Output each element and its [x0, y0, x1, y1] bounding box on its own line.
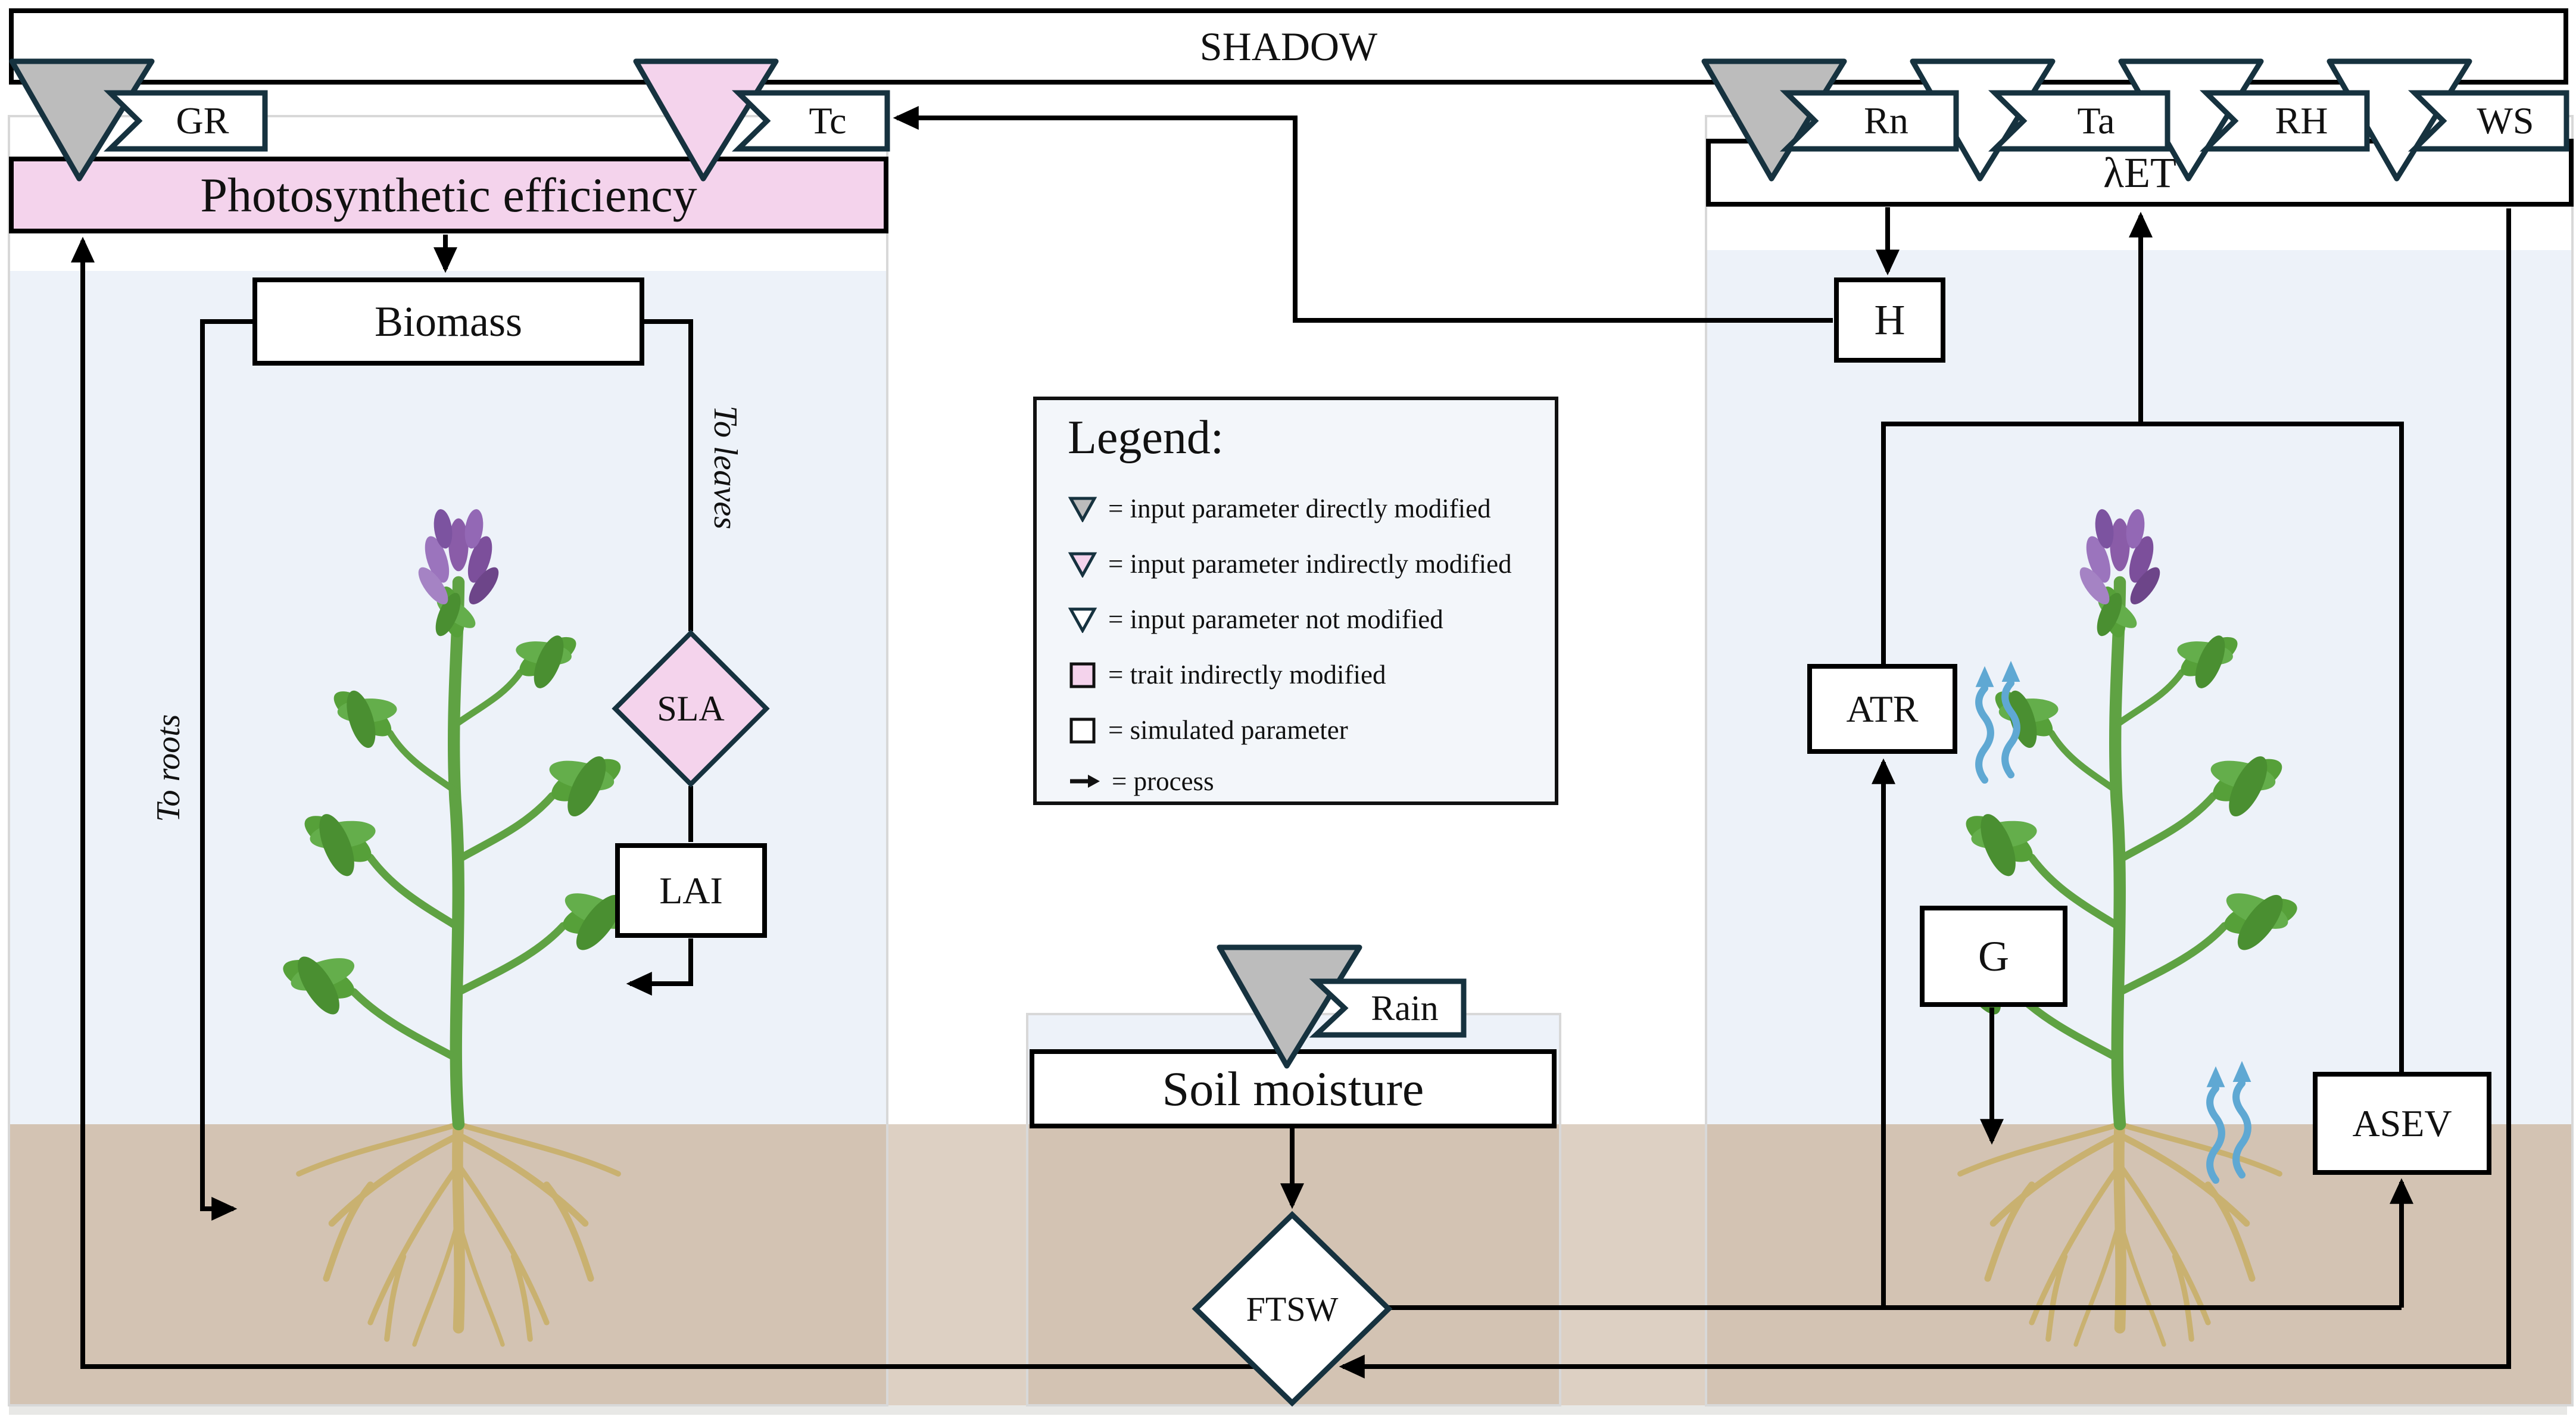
legend-square-white-icon	[1068, 716, 1097, 744]
legend-item-label: = input parameter indirectly modified	[1108, 549, 1512, 579]
node-biomass: Biomass	[252, 277, 644, 366]
node-photosynthetic-efficiency: Photosynthetic efficiency	[9, 157, 888, 233]
banner-shadow: SHADOW	[9, 8, 2568, 85]
edge-biomass-to-roots	[200, 319, 252, 1221]
legend-item-label: = trait indirectly modified	[1108, 660, 1386, 690]
legend-triangle-gray-icon	[1068, 495, 1097, 522]
legend-item: = input parameter indirectly modified	[1068, 546, 1512, 582]
lai-label: LAI	[659, 869, 723, 912]
node-g: G	[1920, 906, 2067, 1007]
legend-triangle-white-icon	[1068, 606, 1097, 633]
legend-process-arrow-icon	[1068, 768, 1101, 795]
legend-item: = input parameter not modified	[1068, 601, 1443, 637]
banner-title: SHADOW	[1199, 23, 1378, 69]
legend-item: = process	[1068, 763, 1214, 799]
h-label: H	[1874, 296, 1906, 344]
left-panel-soil	[9, 1124, 887, 1405]
bottom-strip	[9, 1405, 2567, 1415]
ftsw-label: FTSW	[1246, 1289, 1339, 1328]
legend-triangle-pink-icon	[1068, 550, 1097, 578]
node-atr: ATR	[1807, 664, 1957, 754]
transpiration-arrows-icon	[1976, 661, 2020, 780]
legend-item-label: = input parameter not modified	[1108, 604, 1443, 634]
soil-moisture-label: Soil moisture	[1162, 1061, 1424, 1116]
legend-title: Legend:	[1068, 411, 1224, 464]
flow-label-to-leaves: To leaves	[707, 406, 744, 529]
legend-square-pink-icon	[1068, 661, 1097, 688]
legend: Legend: = input parameter directly modif…	[1033, 397, 1558, 805]
funnel-rain	[1217, 944, 1362, 1069]
asev-label: ASEV	[2352, 1102, 2452, 1144]
legend-item: = simulated parameter	[1068, 712, 1348, 748]
node-lai: LAI	[615, 843, 767, 938]
flow-label-to-roots: To roots	[150, 714, 187, 822]
g-label: G	[1978, 932, 2009, 980]
edge-h-to-tc	[893, 106, 1833, 323]
input-label-rain: Rain	[1371, 988, 1439, 1028]
soil-gap-right	[1560, 1124, 1706, 1405]
node-lambda-et: λET	[1706, 139, 2574, 207]
input-label-rn: Rn	[1864, 99, 1908, 142]
lambda-et-label: λET	[2103, 148, 2176, 197]
sla-label: SLA	[657, 688, 725, 728]
atr-label: ATR	[1846, 687, 1919, 730]
input-label-rh: RH	[2275, 99, 2328, 142]
legend-item-label: = process	[1112, 766, 1214, 796]
middle-panel-soil	[1027, 1124, 1560, 1405]
legend-item-label: = input parameter directly modified	[1108, 494, 1491, 523]
node-h: H	[1834, 277, 1945, 363]
evaporation-arrows-icon	[2207, 1061, 2251, 1180]
soil-gap-left	[887, 1124, 1027, 1405]
legend-item: = trait indirectly modified	[1068, 657, 1386, 693]
photosynthetic-efficiency-label: Photosynthetic efficiency	[200, 167, 697, 222]
node-soil-moisture: Soil moisture	[1030, 1049, 1557, 1128]
biomass-label: Biomass	[374, 297, 523, 345]
legend-item: = input parameter directly modified	[1068, 491, 1491, 526]
node-asev: ASEV	[2313, 1072, 2491, 1175]
input-label-tc: Tc	[809, 99, 847, 142]
input-label-ta: Ta	[2077, 99, 2115, 142]
left-plant	[271, 508, 645, 1345]
input-label-ws: WS	[2477, 99, 2534, 142]
left-panel-sky	[9, 271, 887, 1124]
edge-lai-to-leaves	[626, 938, 693, 996]
input-label-gr: GR	[176, 99, 229, 142]
edge-biomass-to-sla	[643, 319, 693, 631]
legend-item-label: = simulated parameter	[1108, 715, 1348, 745]
